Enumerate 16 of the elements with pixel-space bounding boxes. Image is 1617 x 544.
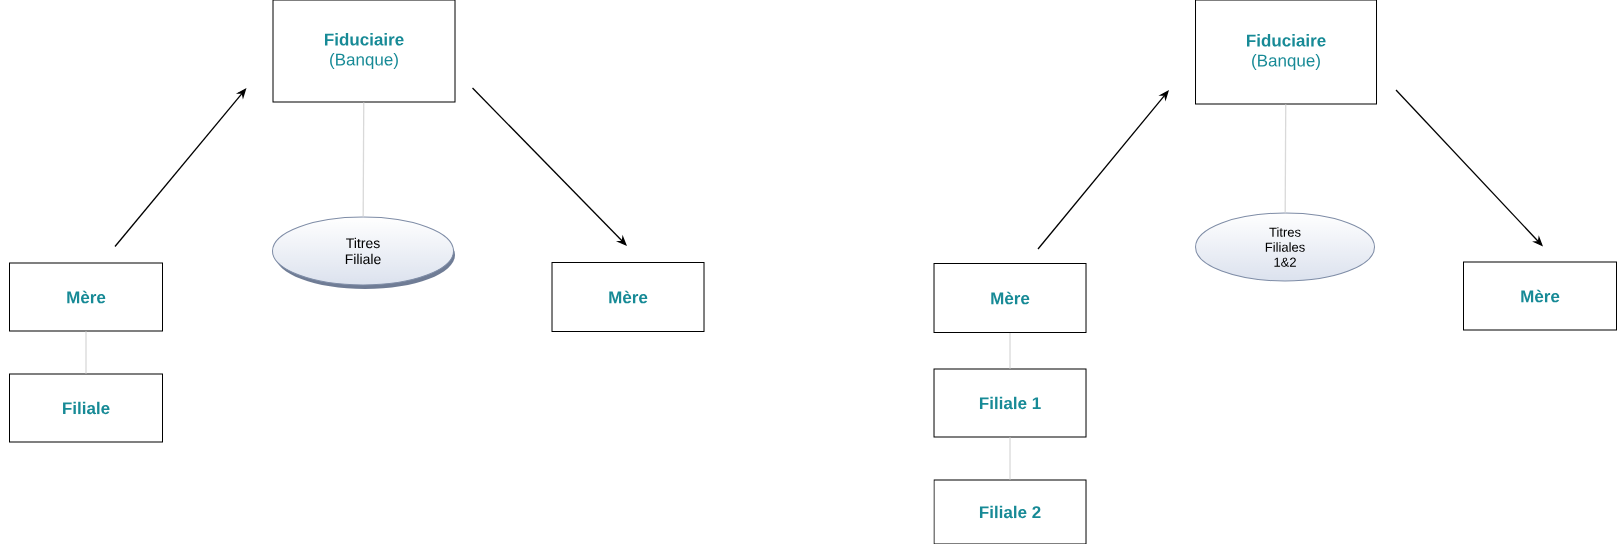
- process-box: Mère: [9, 262, 163, 332]
- connector-line: [1284, 103, 1287, 214]
- arrow: [471, 87, 627, 246]
- process-box: Filiale 1: [933, 368, 1087, 438]
- process-box: Filiale 2: [933, 479, 1087, 544]
- arrow: [1037, 90, 1169, 250]
- process-box: Mère: [551, 262, 705, 332]
- ellipse-node: Titres Filiale: [272, 216, 455, 289]
- process-box: Mère: [933, 263, 1087, 333]
- process-box: Filiale: [9, 373, 163, 443]
- connector-line: [362, 101, 365, 218]
- arrow: [114, 88, 247, 248]
- process-box: Fiduciaire (Banque): [272, 0, 456, 103]
- process-box: Fiduciaire (Banque): [1195, 0, 1377, 105]
- ellipse-node: Titres Filiales 1&2: [1195, 212, 1375, 282]
- process-box: Mère: [1463, 261, 1617, 331]
